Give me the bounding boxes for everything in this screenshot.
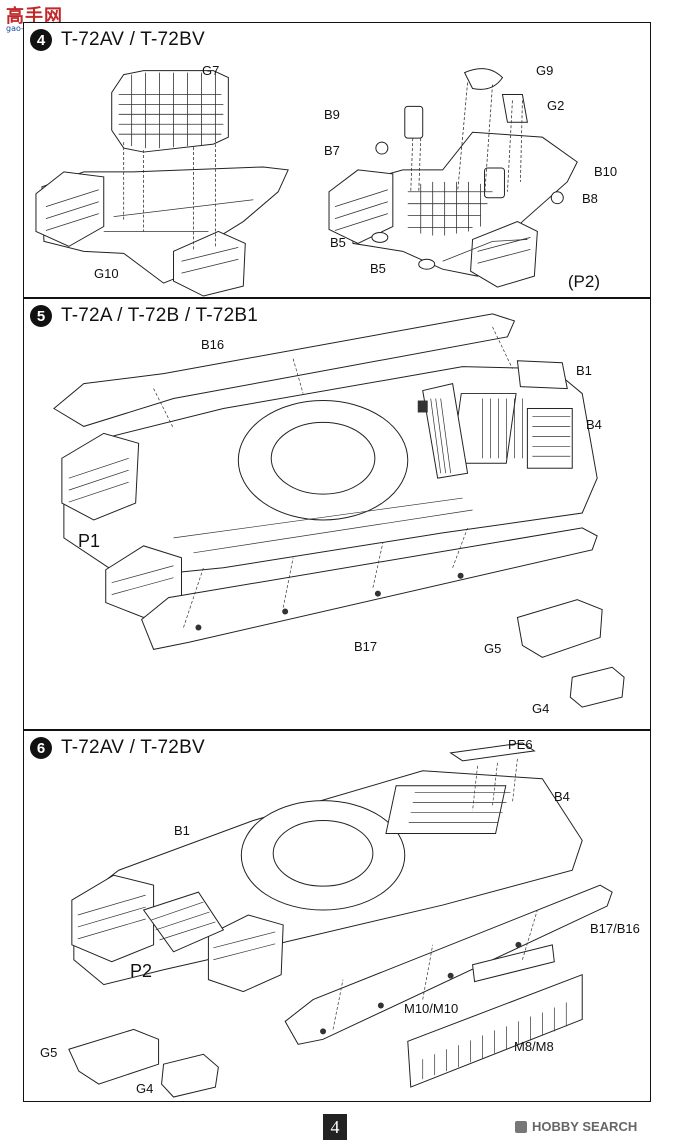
- step-4-panel: 4 T-72AV / T-72BV: [23, 22, 651, 298]
- fender-right-front: [328, 169, 394, 244]
- label-g5: G5: [484, 641, 502, 656]
- b5-part-a: [371, 231, 389, 243]
- fender-front-right: [207, 914, 284, 993]
- step-4-title: T-72AV / T-72BV: [61, 29, 205, 50]
- g4-part: [161, 1053, 219, 1098]
- step-6-panel: 6 T-72AV / T-72BV: [23, 730, 651, 1102]
- step-5-drawing: [53, 313, 625, 708]
- p2-block: [142, 891, 225, 953]
- g2-bracket: [501, 93, 528, 123]
- label-b16: B16: [201, 337, 225, 352]
- label-b10: B10: [594, 164, 618, 179]
- label-b1: B1: [174, 823, 190, 838]
- g7-armor-block: [111, 70, 229, 153]
- fender-left-front: [35, 171, 105, 247]
- step-5-header: 5 T-72A / T-72B / T-72B1: [30, 305, 258, 327]
- step-5-title: T-72A / T-72B / T-72B1: [61, 305, 258, 326]
- label-b1: B1: [576, 363, 592, 378]
- b17-fender-strip: [141, 527, 598, 650]
- step-6-number: 6: [30, 737, 52, 759]
- fender-left-rear: [173, 230, 246, 297]
- step-4-drawing: [35, 68, 578, 297]
- label-b4: B4: [586, 417, 602, 432]
- turret-ring-inner: [272, 820, 374, 887]
- label-p1: P1: [78, 531, 101, 551]
- engine-grille: [385, 785, 507, 834]
- label-m10: M10/M10: [404, 1001, 459, 1016]
- step-6-drawing: [68, 742, 613, 1098]
- footer-brand-logo: HOBBY SEARCH: [515, 1119, 637, 1134]
- label-b9: B9: [324, 107, 340, 122]
- hull-right-outline: [352, 131, 578, 277]
- brand-emblem-icon: [515, 1120, 527, 1133]
- label-b8: B8: [582, 191, 598, 206]
- turret-ring-inner: [270, 421, 376, 495]
- label-p2: P2: [130, 961, 153, 981]
- label-pe6: PE6: [508, 737, 533, 752]
- b5-part-b: [418, 258, 436, 270]
- label-m8: M8/M8: [514, 1039, 554, 1054]
- b16-fender-strip: [53, 313, 516, 427]
- step-4-header: 4 T-72AV / T-72BV: [30, 29, 205, 51]
- g5-part: [516, 599, 603, 658]
- b8-part: [550, 191, 564, 205]
- fender-front-left: [71, 874, 155, 963]
- g5-part: [68, 1028, 160, 1085]
- label-b17: B17: [354, 639, 378, 654]
- b9-part: [404, 105, 424, 139]
- label-p2-reference: (P2): [567, 272, 600, 291]
- page-number: 4: [323, 1114, 347, 1140]
- b7-part: [375, 141, 389, 155]
- pe6-part: [449, 742, 536, 762]
- g4-part: [569, 666, 625, 708]
- label-b17-b16: B17/B16: [590, 921, 640, 936]
- step-5-number: 5: [30, 305, 52, 327]
- step-6-header: 6 T-72AV / T-72BV: [30, 737, 205, 759]
- label-g9: G9: [536, 63, 554, 78]
- label-b4: B4: [554, 789, 570, 804]
- label-g4: G4: [532, 701, 550, 716]
- b1-part: [516, 360, 568, 390]
- g9-part: [463, 68, 504, 90]
- b10-part: [484, 167, 505, 199]
- b17b16-strip: [284, 884, 613, 1045]
- label-b5-b: B5: [370, 261, 386, 276]
- m10-part: [472, 944, 555, 983]
- hatch-dark: [417, 400, 428, 413]
- label-g10: G10: [94, 266, 119, 281]
- label-b7: B7: [324, 143, 340, 158]
- label-g5: G5: [40, 1045, 58, 1060]
- footer-brand-text: HOBBY SEARCH: [532, 1119, 638, 1134]
- step-6-title: T-72AV / T-72BV: [61, 737, 205, 758]
- label-g2: G2: [547, 98, 565, 113]
- label-g7: G7: [202, 63, 220, 78]
- m8-part: [407, 973, 583, 1088]
- label-b5-a: B5: [330, 235, 346, 250]
- label-g4: G4: [136, 1081, 154, 1096]
- b4-part: [526, 407, 573, 469]
- step-5-panel: 5 T-72A / T-72B / T-72B1: [23, 298, 651, 730]
- step-4-number: 4: [30, 29, 52, 51]
- watermark-text: 高手网: [6, 6, 63, 27]
- fender-right-rear: [470, 221, 538, 288]
